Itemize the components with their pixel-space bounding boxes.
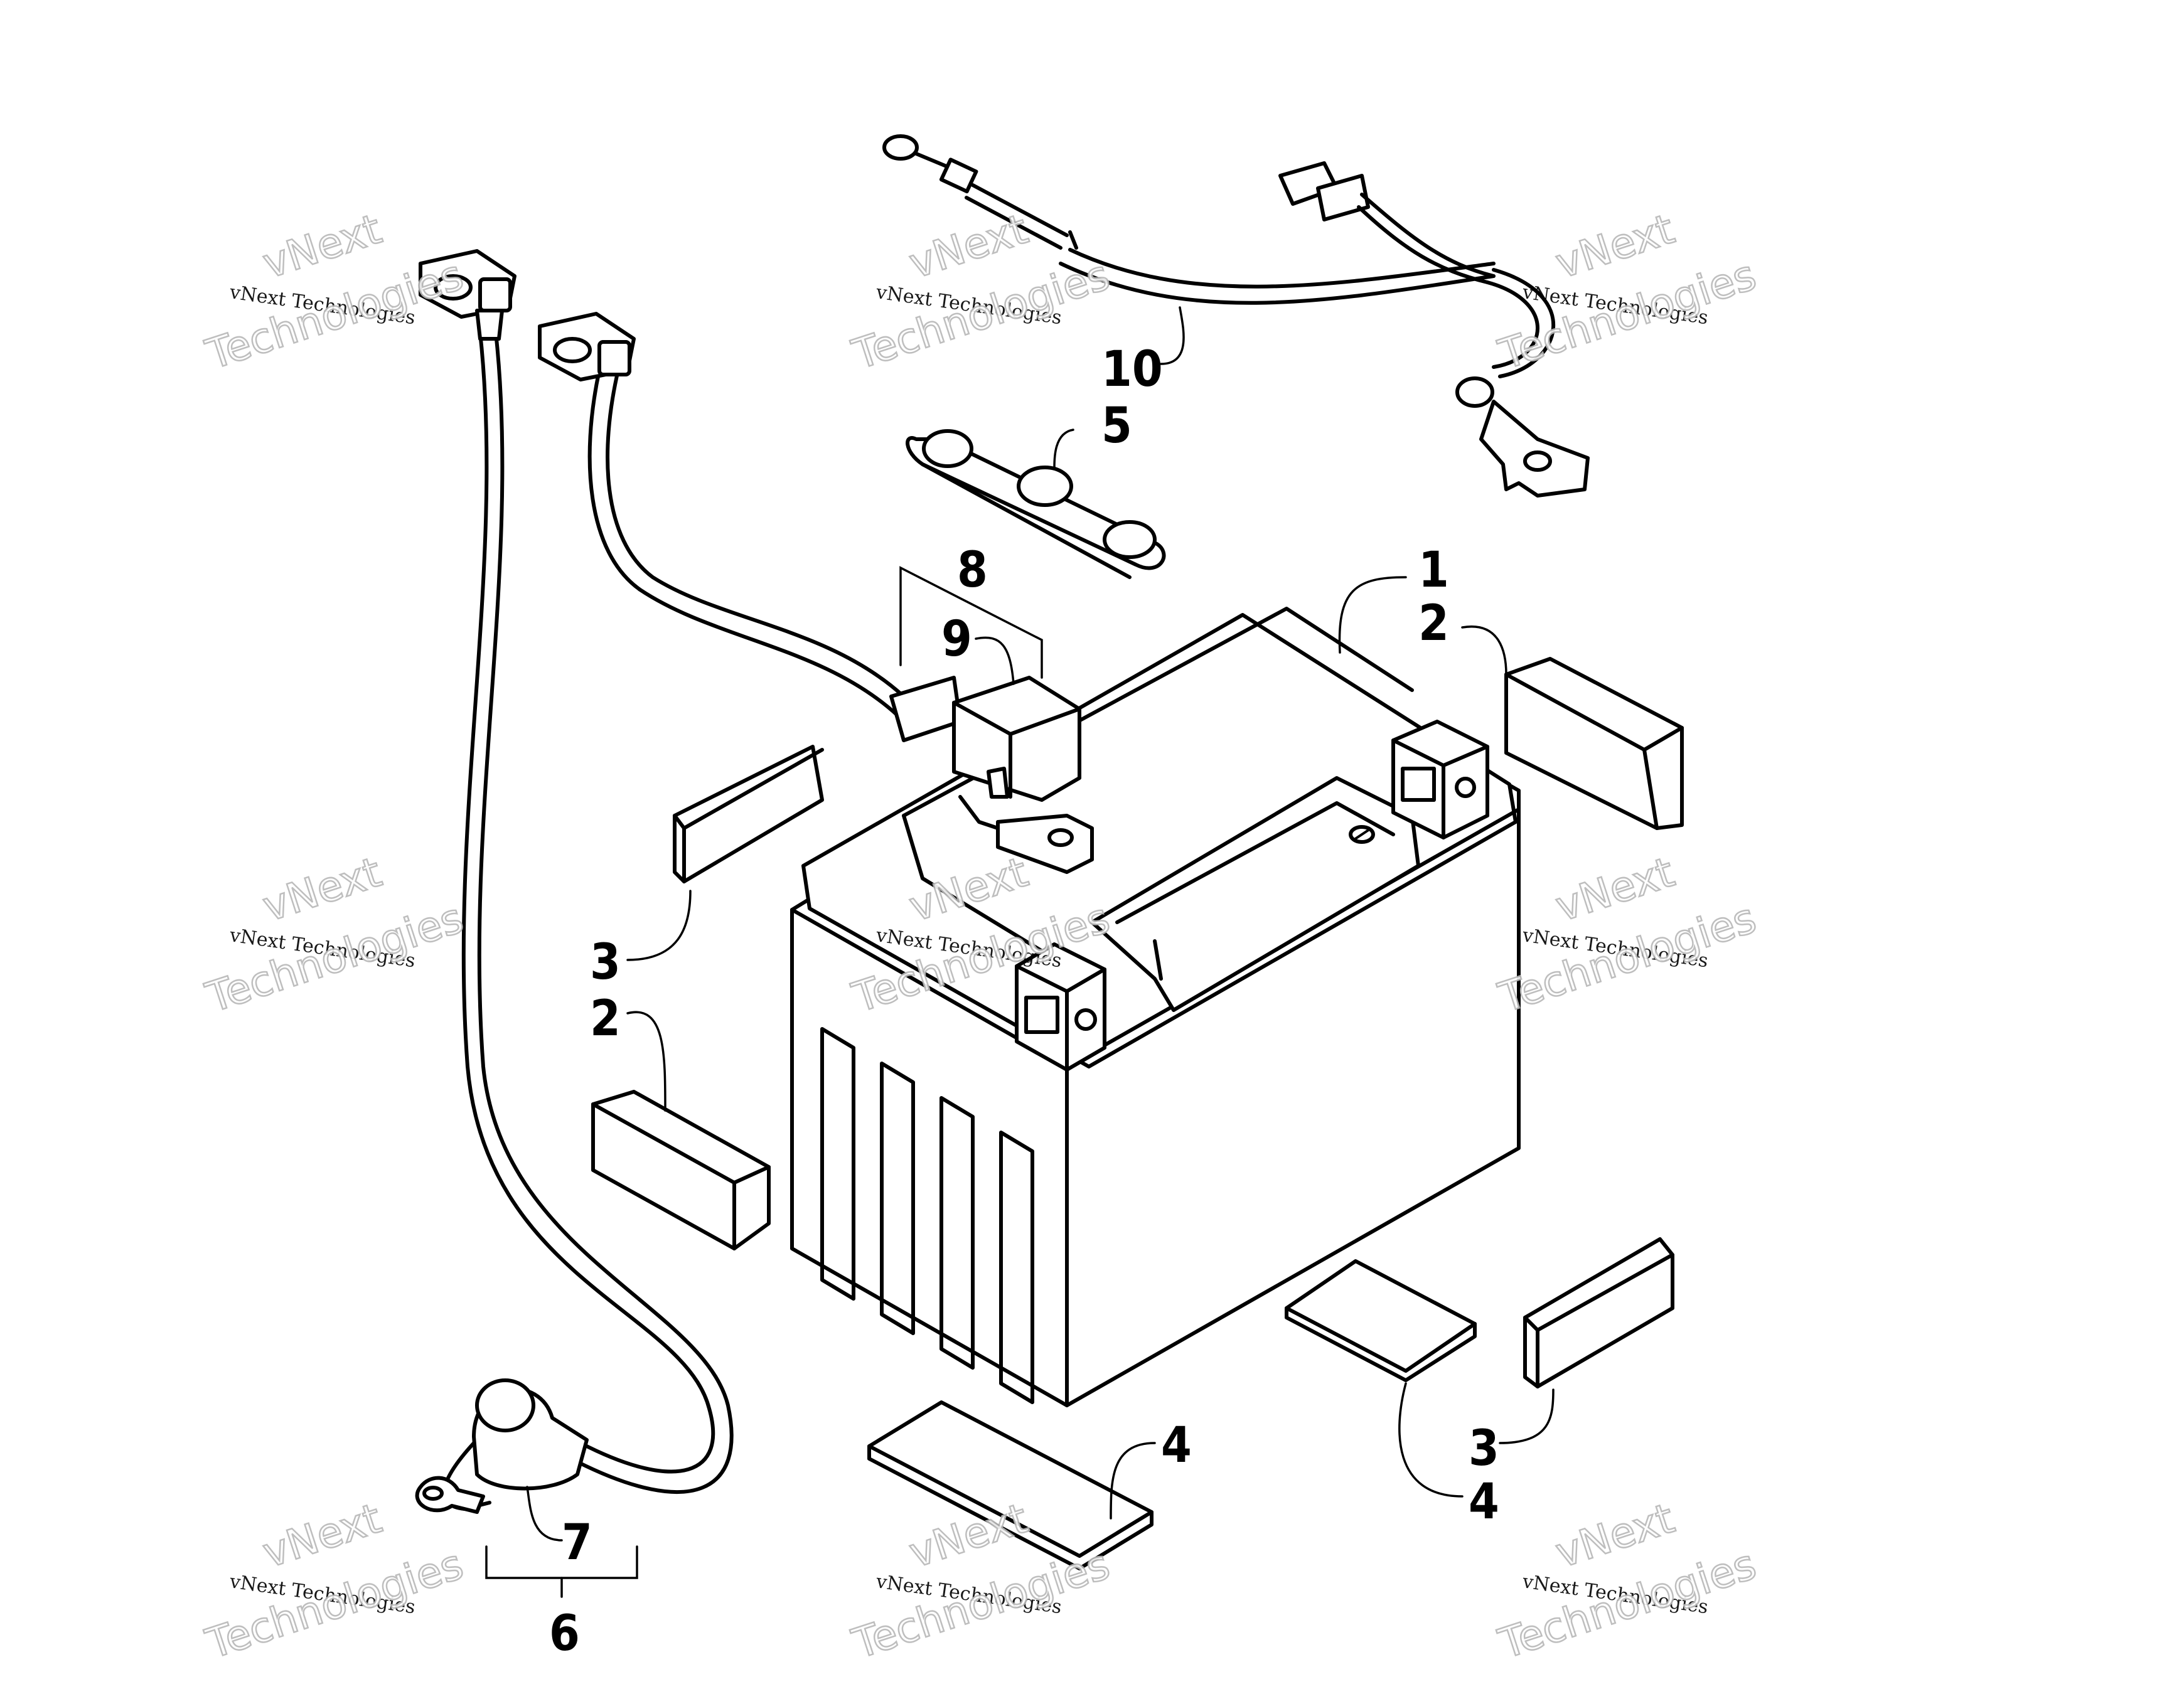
callout-2-right: 2 <box>1418 595 1449 652</box>
callout-labels: 1 2 2 3 3 4 4 5 6 7 8 9 10 <box>549 341 1499 1662</box>
svg-text:Technologies: Technologies <box>1493 1540 1762 1669</box>
svg-text:Technologies: Technologies <box>847 1540 1115 1669</box>
pad-2-right <box>1504 657 1684 830</box>
watermark: vNext Technologies vNext Technologies <box>200 847 469 1023</box>
callout-5: 5 <box>1101 398 1132 454</box>
callout-7: 7 <box>562 1515 592 1571</box>
svg-text:vNext: vNext <box>1550 205 1680 288</box>
callout-1: 1 <box>1418 542 1449 599</box>
svg-text:vNext: vNext <box>257 205 387 288</box>
svg-text:Technologies: Technologies <box>1493 894 1762 1023</box>
svg-text:Technologies: Technologies <box>200 894 469 1023</box>
svg-text:Technologies: Technologies <box>847 251 1115 380</box>
battery <box>790 607 1521 1407</box>
pad-3-lower-right <box>1523 1237 1674 1388</box>
callout-10: 10 <box>1101 341 1163 398</box>
hold-down-plate <box>906 429 1166 579</box>
positive-cable <box>538 312 962 742</box>
watermark: vNext Technologies vNext Technologies <box>1492 204 1762 380</box>
callout-3-lower: 3 <box>1469 1420 1499 1477</box>
callout-2-left: 2 <box>590 991 621 1047</box>
pad-4-left <box>867 1400 1154 1570</box>
callout-4-left: 4 <box>1161 1417 1192 1474</box>
leader-lines <box>485 306 1555 1598</box>
svg-text:Technologies: Technologies <box>200 1540 469 1669</box>
callout-4-lower: 4 <box>1469 1474 1499 1530</box>
pad-3-upper-left <box>673 745 824 883</box>
wire-harness <box>882 134 1590 498</box>
svg-text:vNext: vNext <box>904 205 1034 288</box>
watermark: vNext Technologies vNext Technologies <box>846 204 1116 380</box>
pad-2-left <box>591 1090 771 1250</box>
watermark: vNext Technologies vNext Technologies <box>1492 847 1762 1023</box>
svg-text:Technologies: Technologies <box>200 251 469 380</box>
watermark: vNext Technologies vNext Technologies <box>200 1493 469 1669</box>
callout-8: 8 <box>957 542 988 599</box>
pad-4-right <box>1285 1259 1477 1382</box>
svg-text:vNext: vNext <box>1550 1494 1680 1577</box>
svg-text:vNext: vNext <box>257 1494 387 1577</box>
callout-6: 6 <box>549 1606 580 1662</box>
svg-text:vNext: vNext <box>257 848 387 931</box>
callout-9: 9 <box>941 611 972 668</box>
callout-3-upper: 3 <box>590 934 621 991</box>
negative-cable <box>415 249 734 1514</box>
svg-text:vNext: vNext <box>1550 848 1680 931</box>
watermark: vNext Technologies vNext Technologies <box>200 204 469 380</box>
watermark: vNext Technologies vNext Technologies <box>1492 1493 1762 1669</box>
terminal-cover <box>952 676 1094 874</box>
